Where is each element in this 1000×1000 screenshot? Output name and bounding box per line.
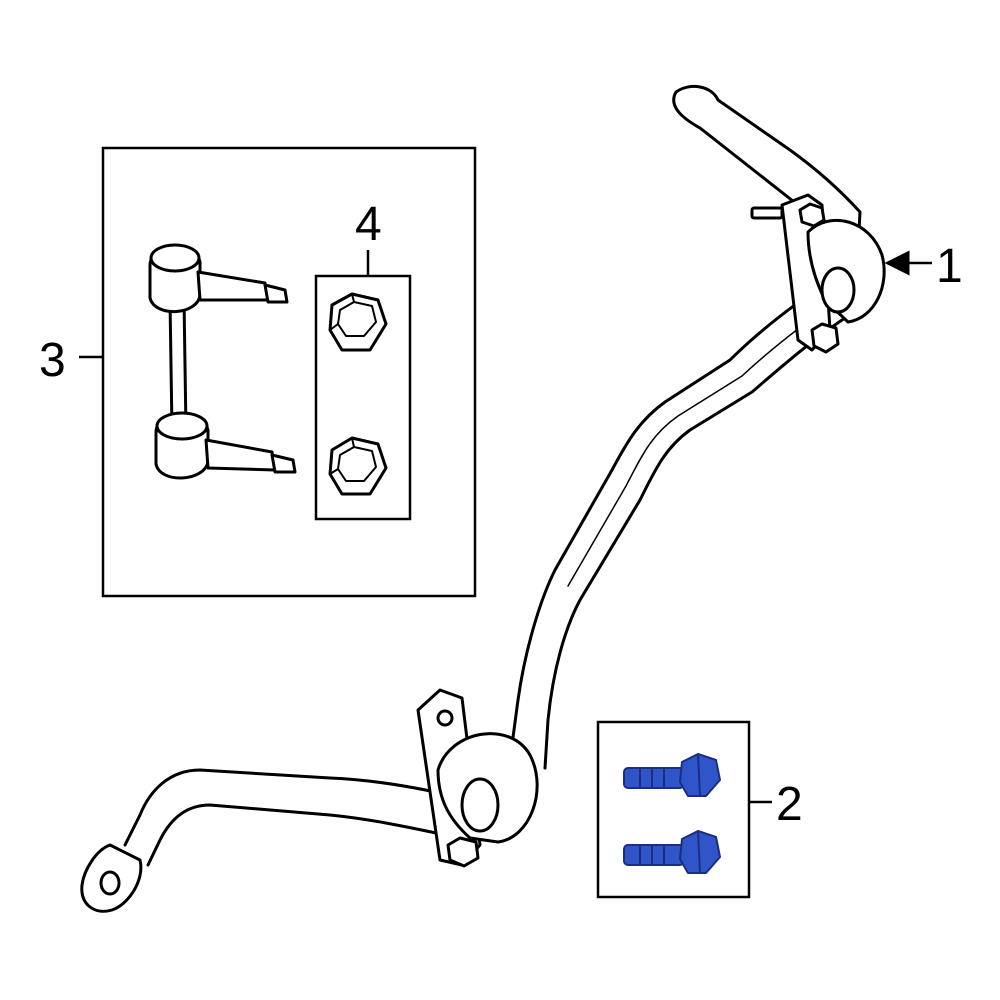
bar-left-eye — [80, 843, 143, 913]
callout-3-label: 3 — [39, 334, 66, 387]
left-bracket-hole — [436, 709, 454, 727]
nut-lower — [328, 436, 388, 496]
bolts[interactable] — [623, 753, 721, 874]
stabilizer-link[interactable] — [148, 243, 297, 480]
bar-left-lower-edge — [146, 803, 472, 867]
link-lower-housing-cap — [155, 411, 209, 441]
link-upper-stud-tip — [263, 283, 289, 304]
right-bracket-nut-top — [798, 202, 826, 228]
link-lower-stud-tip — [270, 453, 297, 474]
nuts[interactable] — [328, 292, 388, 496]
callout-1-label: 1 — [936, 240, 963, 293]
callout-4-label: 4 — [355, 198, 382, 251]
right-bracket-nut-bottom — [810, 322, 840, 354]
callout-1: 1 — [884, 240, 963, 293]
nuts-box — [314, 274, 412, 521]
callout-3: 3 — [39, 334, 103, 387]
left-bushing-bracket[interactable] — [416, 688, 539, 868]
right-bushing-bracket[interactable] — [750, 193, 886, 354]
link-rod — [168, 299, 188, 431]
link-lower-stud — [204, 438, 277, 472]
bar-left-eye-hole — [99, 870, 121, 896]
link-upper-housing-cap — [149, 243, 201, 273]
bar-left-upper-edge — [123, 768, 472, 847]
bar-main-center-line — [567, 299, 839, 587]
left-bracket-nut — [446, 836, 480, 868]
bar-main-upper-edge — [508, 280, 830, 762]
bar-main-lower-edge — [543, 316, 847, 770]
callout-2: 2 — [749, 778, 803, 831]
callout-2-label: 2 — [776, 778, 803, 831]
right-bracket-stud — [750, 206, 784, 220]
bolt-lower — [623, 830, 721, 874]
bolt-upper — [623, 753, 721, 797]
bolts-box — [596, 720, 751, 899]
nut-upper — [328, 292, 388, 352]
link-upper-stud — [196, 270, 270, 302]
callout-4: 4 — [355, 198, 382, 276]
left-bushing-bore — [460, 777, 500, 833]
link-kit-box — [101, 146, 477, 598]
right-bushing-bore — [820, 266, 856, 314]
